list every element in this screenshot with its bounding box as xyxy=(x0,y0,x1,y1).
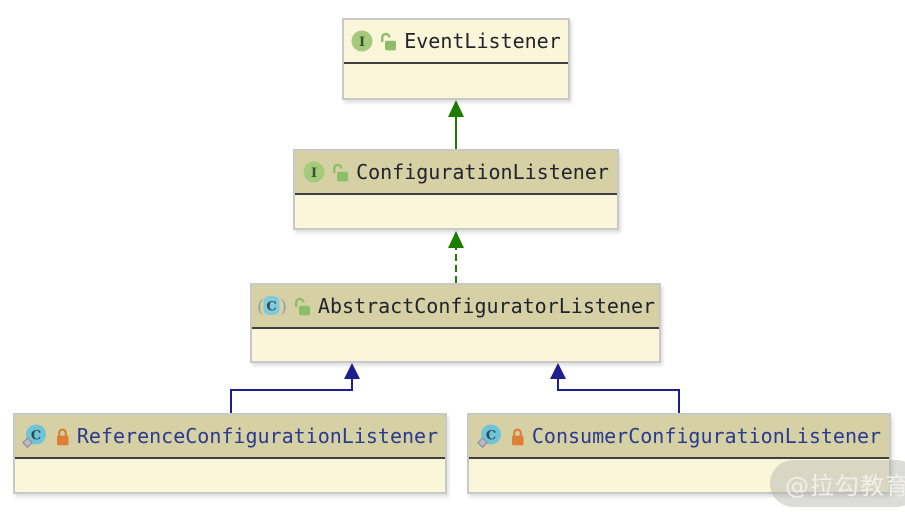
watermark-text: @拉勾教育 xyxy=(785,472,905,500)
node-title: AbstractConfiguratorListener xyxy=(317,294,656,318)
svg-text:I: I xyxy=(359,35,365,50)
lock-closed-icon xyxy=(510,427,525,446)
edge-extends-eventlistener-arrowhead xyxy=(448,100,464,117)
node-title: ReferenceConfigurationListener xyxy=(76,424,439,448)
edge-extends-consumer-line xyxy=(557,378,680,413)
svg-text:C: C xyxy=(266,300,276,315)
node-header: I ConfigurationListener xyxy=(295,151,617,195)
node-title: ConsumerConfigurationListener xyxy=(531,424,882,448)
node-header: ( C ) AbstractConfiguratorListener xyxy=(252,285,659,329)
lock-open-icon xyxy=(294,297,311,316)
lock-open-icon xyxy=(380,32,397,51)
abstract-class-icon: ( C ) xyxy=(256,294,287,318)
class-icon: C xyxy=(21,424,48,449)
class-node-referenceconfigurationlistener[interactable]: C ReferenceConfigurationListener xyxy=(13,413,447,494)
svg-text:C: C xyxy=(31,428,41,443)
lock-closed-icon xyxy=(55,427,70,446)
interface-icon: I xyxy=(303,161,325,183)
class-icon: C xyxy=(476,424,503,449)
class-node-eventlistener[interactable]: I EventListener xyxy=(342,18,570,100)
node-header: I EventListener xyxy=(344,20,568,64)
edge-extends-consumer-arrowhead xyxy=(550,363,566,379)
class-node-abstractconfiguratorlistener[interactable]: ( C ) AbstractConfiguratorListener xyxy=(250,283,661,363)
svg-text:): ) xyxy=(280,297,287,318)
edge-extends-reference-line xyxy=(230,378,353,413)
node-header: C ReferenceConfigurationListener xyxy=(15,415,445,459)
svg-text:C: C xyxy=(486,428,496,443)
edge-extends-reference-arrowhead xyxy=(344,363,360,379)
class-node-configurationlistener[interactable]: I ConfigurationListener xyxy=(293,149,619,230)
node-header: C ConsumerConfigurationListener xyxy=(469,415,889,459)
interface-icon: I xyxy=(351,30,373,52)
svg-text:(: ( xyxy=(257,297,264,318)
lock-open-icon xyxy=(332,163,349,182)
edge-implements-configurationlistener-arrowhead xyxy=(448,231,464,248)
class-node-consumerconfigurationlistener[interactable]: C ConsumerConfigurationListener xyxy=(467,413,891,494)
svg-text:I: I xyxy=(311,166,317,181)
watermark-badge: @拉勾教育 xyxy=(770,460,905,507)
node-title: EventListener xyxy=(404,29,561,53)
node-title: ConfigurationListener xyxy=(356,160,609,184)
